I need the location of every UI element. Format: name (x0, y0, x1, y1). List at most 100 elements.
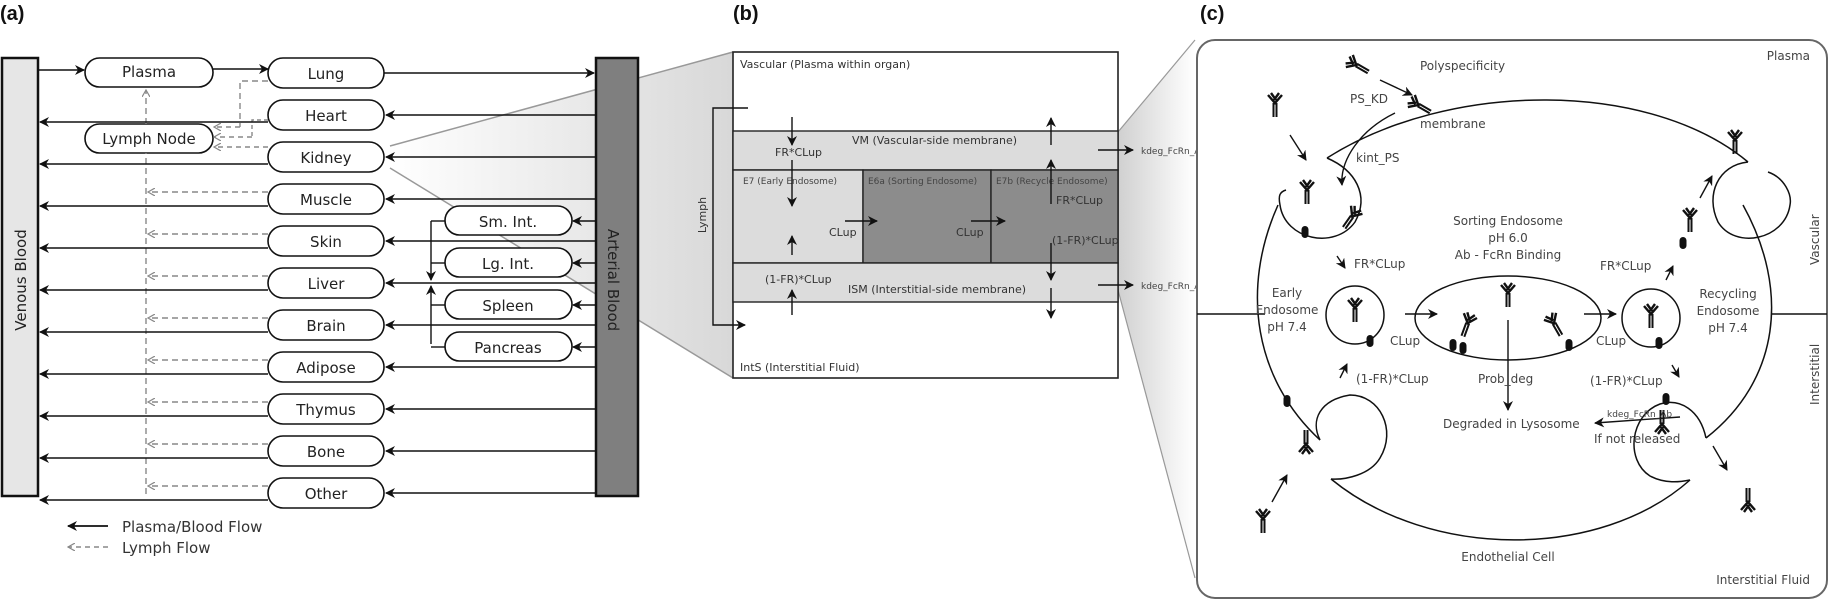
cell-membrane-top (1326, 99, 1749, 163)
splanchnic-label: Sm. Int. (479, 213, 537, 231)
organ-box (267, 99, 385, 131)
early-endosome-line2: Endosome (1256, 303, 1319, 317)
organ-node: Bone (39, 435, 596, 467)
organ-label: Skin (310, 233, 342, 251)
e7b-compartment (990, 169, 1119, 264)
organ-list: LungHeartKidneyMuscleSkinLiverBrainAdipo… (39, 57, 596, 509)
sorting-endosome-line3: Ab - FcRn Binding (1455, 248, 1561, 262)
b-clup-1: CLup (829, 226, 857, 239)
splanchnic-box (444, 331, 573, 362)
cell-panel-frame (1196, 39, 1828, 599)
legend-blood-label: Plasma/Blood Flow (122, 518, 262, 536)
organ-label: Muscle (300, 191, 352, 209)
b-fr-clup-down: FR*CLup (775, 146, 822, 159)
organ-label: Bone (307, 443, 345, 461)
ism-label: ISM (Interstitial-side membrane) (848, 283, 1026, 296)
splanchnic-box (444, 289, 573, 320)
organ-box (267, 57, 385, 89)
c-prob-deg: Prob_deg (1478, 372, 1533, 386)
panel-c-label: (c) (1200, 3, 1224, 25)
organ-label: Thymus (295, 401, 356, 419)
organ-node: Adipose (39, 351, 596, 383)
organ-label: Kidney (300, 149, 351, 167)
organ-node: Lung (267, 57, 595, 89)
c-plasma-label: Plasma (1767, 49, 1810, 63)
splanchnic-label: Spleen (482, 297, 533, 315)
legend-lymph-label: Lymph Flow (122, 539, 211, 557)
arterial-blood-bar (594, 56, 640, 498)
organ-box (267, 435, 385, 467)
c-1-fr-clup-recycle: (1-FR)*CLup (1590, 374, 1663, 388)
lymph-label: Lymph (696, 197, 709, 233)
c-vascular-label: Vascular (1808, 214, 1822, 265)
recycling-endosome-line1: Recycling (1699, 287, 1756, 301)
c-polyspecificity: Polyspecificity (1420, 59, 1505, 73)
b-clup-2: CLup (956, 226, 984, 239)
organ-box (267, 225, 385, 257)
c-fr-clup-recycle: FR*CLup (1600, 259, 1651, 273)
organ-node: Brain (39, 309, 596, 341)
c-kint-ps: kint_PS (1356, 151, 1399, 165)
organ-node: Thymus (39, 393, 596, 425)
b-kdeg-bottom: kdeg_FcRn_Ab (1141, 282, 1206, 292)
vm-label: VM (Vascular-side membrane) (852, 134, 1017, 147)
organ-box (267, 141, 385, 173)
c-membrane: membrane (1420, 117, 1486, 131)
splanchnic-label: Lg. Int. (482, 255, 534, 273)
organ-box (267, 351, 385, 383)
organ-box (267, 183, 385, 215)
organ-node: Kidney (39, 141, 596, 173)
organ-label: Adipose (296, 359, 355, 377)
panel-b-label: (b) (733, 3, 759, 25)
splanchnic-label: Pancreas (474, 339, 542, 357)
plasma-label: Plasma (122, 63, 176, 81)
cell-membrane-bottom (1330, 478, 1691, 541)
b-kdeg-top: kdeg_FcRn_Ab (1141, 147, 1206, 157)
early-endosome-vesicle (1325, 285, 1385, 345)
zoom-wedge-b-c (1118, 40, 1195, 578)
organ-node: Heart (39, 99, 596, 131)
c-clup-early: CLup (1390, 334, 1420, 348)
recycling-endosome-line3: pH 7.4 (1708, 321, 1748, 335)
panel-a-label: (a) (0, 3, 24, 25)
ism-compartment (732, 262, 1119, 303)
c-interstitial-label: Interstitial (1808, 344, 1822, 405)
organ-label: Brain (306, 317, 345, 335)
venous-blood-label: Venous Blood (12, 229, 30, 330)
early-endosome-line1: Early (1272, 286, 1302, 300)
vascular-label: Vascular (Plasma within organ) (740, 58, 910, 71)
recycling-endosome-line2: Endosome (1697, 304, 1760, 318)
lymph-node-label: Lymph Node (102, 130, 195, 148)
organ-node: Muscle (39, 183, 596, 215)
c-clup-recycle: CLup (1596, 334, 1626, 348)
c-ps-kd: PS_KD (1350, 92, 1388, 106)
c-interstitial-fluid-label: Interstitial Fluid (1716, 573, 1810, 587)
splanchnic-box (444, 205, 573, 236)
splanchnic-node: Lg. Int. (431, 247, 596, 278)
c-degraded-lysosome: Degraded in Lysosome (1443, 417, 1580, 431)
recycling-endosome-vesicle (1621, 288, 1681, 348)
ints-label: IntS (Interstitial Fluid) (740, 361, 860, 374)
b-1-fr-clup-up: (1-FR)*CLup (765, 273, 832, 286)
c-kdeg: kdeg_FcRn_Ab (1607, 410, 1672, 420)
e6a-compartment (862, 169, 992, 264)
sorting-endosome-line2: pH 6.0 (1488, 231, 1528, 245)
organ-node: Liver (39, 267, 596, 299)
organ-label: Liver (308, 275, 346, 293)
venous-blood-bar (0, 56, 40, 498)
organ-box (267, 309, 385, 341)
b-1-fr-clup-down: (1-FR)*CLup (1052, 234, 1119, 247)
e7b-label: E7b (Recycle Endosome) (996, 177, 1108, 187)
splanchnic-node: Spleen (431, 289, 596, 320)
splanchnic-node: Sm. Int. (431, 205, 596, 236)
splanchnic-box (444, 247, 573, 278)
arterial-blood-label: Arterial Blood (604, 229, 622, 331)
b-fr-clup-up: FR*CLup (1056, 194, 1103, 207)
organ-label: Heart (305, 107, 347, 125)
organ-label: Other (305, 485, 348, 503)
c-1-fr-clup-early: (1-FR)*CLup (1356, 372, 1429, 386)
c-if-not-released: If not released (1594, 432, 1680, 446)
organ-node: Skin (39, 225, 596, 257)
